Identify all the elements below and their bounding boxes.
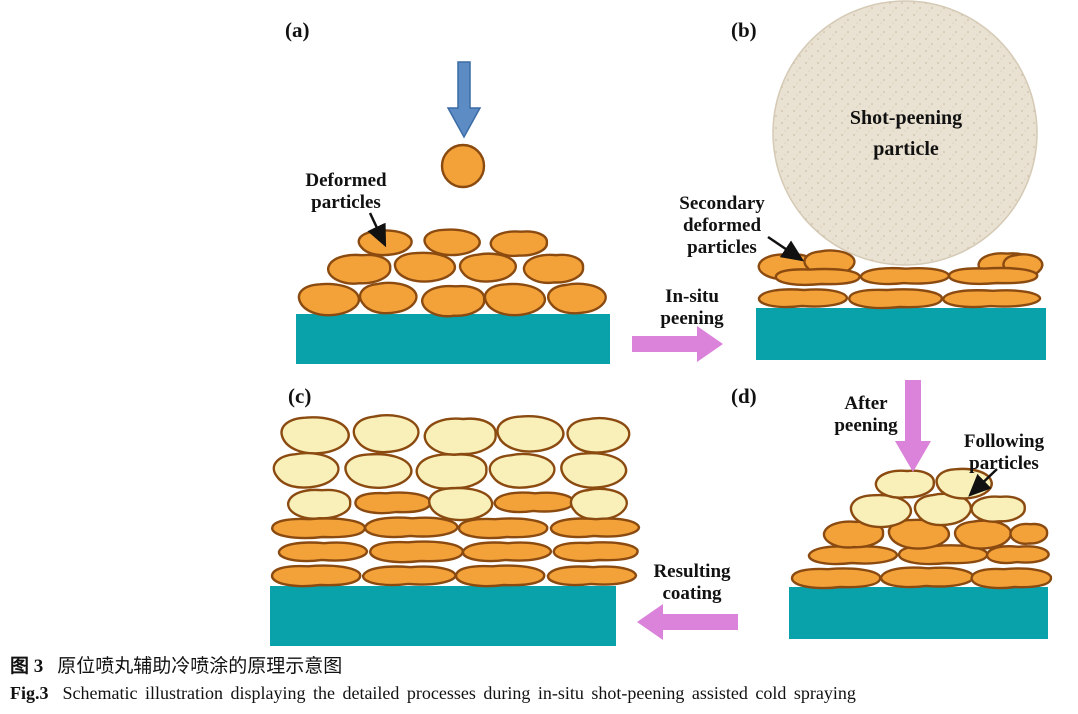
label-resulting-coating: Resulting coating [653, 561, 731, 604]
shot-peening-particle-ball [772, 0, 1038, 266]
incoming-particle [440, 143, 486, 189]
caption-zh: 图 3 原位喷丸辅助冷喷涂的原理示意图 [10, 651, 342, 678]
substrate-c [270, 586, 616, 646]
panel-c-coating-stack [270, 413, 641, 588]
label-following-particles: Following particles [963, 431, 1045, 474]
deformed-particles-pointer-arrow-icon [367, 212, 387, 248]
label-in-situ-peening: In-situ peening [660, 286, 724, 329]
caption-en: Fig.3 Schematic illustration displaying t… [10, 683, 856, 704]
substrate-a [296, 314, 610, 364]
schematic-canvas [270, 0, 1053, 646]
after-peening-flow-arrow-icon [895, 380, 931, 472]
panel-label-a: (a) [285, 18, 310, 42]
resulting-coating-flow-arrow-icon [637, 604, 738, 640]
panel-label-c: (c) [288, 384, 312, 408]
in-situ-peening-flow-arrow-icon [632, 326, 723, 362]
label-secondary-deformed: Secondary deformed particles [679, 193, 765, 258]
label-shot-peening-particle: Shot-peening particle [849, 107, 963, 160]
label-after-peening: After peening [834, 393, 898, 436]
panel-a-particle-pile [297, 228, 607, 318]
caption-en-prefix: Fig.3 [10, 683, 49, 703]
secondary-deformed-pointer-arrow-icon [767, 235, 805, 262]
panel-label-b: (b) [731, 18, 757, 42]
panel-d-particle-pile [790, 467, 1053, 590]
label-deformed-particles: Deformed particles [305, 170, 387, 213]
caption-zh-prefix: 图 3 [10, 656, 44, 677]
substrate-b [756, 308, 1046, 360]
panel-label-d: (d) [731, 384, 757, 408]
following-particles-pointer-arrow-icon [968, 468, 998, 497]
caption-zh-text: 原位喷丸辅助冷喷涂的原理示意图 [57, 656, 343, 677]
spray-direction-arrow-icon [446, 61, 482, 139]
caption-en-text: Schematic illustration displaying the de… [62, 683, 856, 703]
substrate-d [789, 587, 1048, 639]
